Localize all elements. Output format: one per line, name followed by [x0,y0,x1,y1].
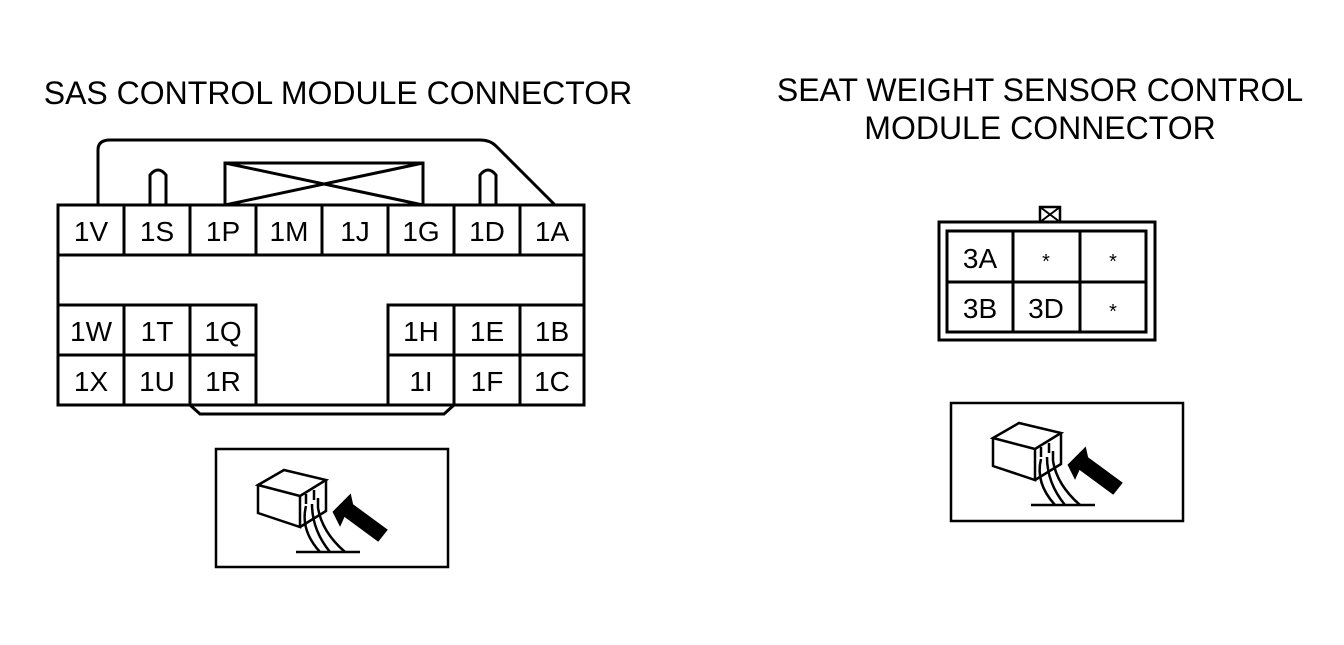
seat-weight-connector-title-line1: SEAT WEIGHT SENSOR CONTROL [777,72,1303,108]
pin-label: 1P [206,216,240,247]
pin-label: 1E [470,316,504,347]
right-latch [478,168,498,205]
pin-label: 1H [403,316,439,347]
pin-label: 1A [535,216,570,247]
pin-label: 1W [70,316,113,347]
pin-label: 1C [534,366,570,397]
pin-label: 1T [141,316,174,347]
pin-label: 1Q [204,316,241,347]
pin-label: 1U [139,366,175,397]
seat-weight-connector-title-line2: MODULE CONNECTOR [864,110,1215,146]
sas-connector-title: SAS CONTROL MODULE CONNECTOR [44,75,633,111]
direction-arrow-icon [332,493,388,542]
pin-label: 3B [963,293,997,324]
harness-view-icon [214,447,450,569]
pin-label: 1J [340,216,370,247]
pin-label: 1B [535,316,569,347]
seat-weight-connector [937,205,1157,342]
pin-label: 1V [74,216,109,247]
pin-label: 1F [471,366,504,397]
pin-label: 1R [205,366,241,397]
left-latch [148,168,168,205]
pin-label: 3D [1028,293,1064,324]
pin-label: 1I [409,366,432,397]
pin-label: * [1042,251,1050,273]
harness-view-icon [949,401,1185,523]
seat-weight-pins: 3A * * 3B 3D * [963,243,1117,324]
pin-label: 1M [270,216,309,247]
pin-label: * [1109,251,1117,273]
pin-label: 3A [963,243,998,274]
direction-arrow-icon [1067,446,1123,495]
pin-label: 1X [74,366,109,397]
sas-right-block: 1H 1E 1B 1I 1F 1C [403,316,570,397]
pin-label: * [1109,301,1117,323]
sas-top-row: 1V 1S 1P 1M 1J 1G 1D 1A [74,216,570,247]
sas-left-block: 1W 1T 1Q 1X 1U 1R [70,316,242,397]
pin-label: 1G [402,216,439,247]
pin-label: 1D [469,216,505,247]
sas-connector [56,138,586,416]
pin-label: 1S [140,216,174,247]
